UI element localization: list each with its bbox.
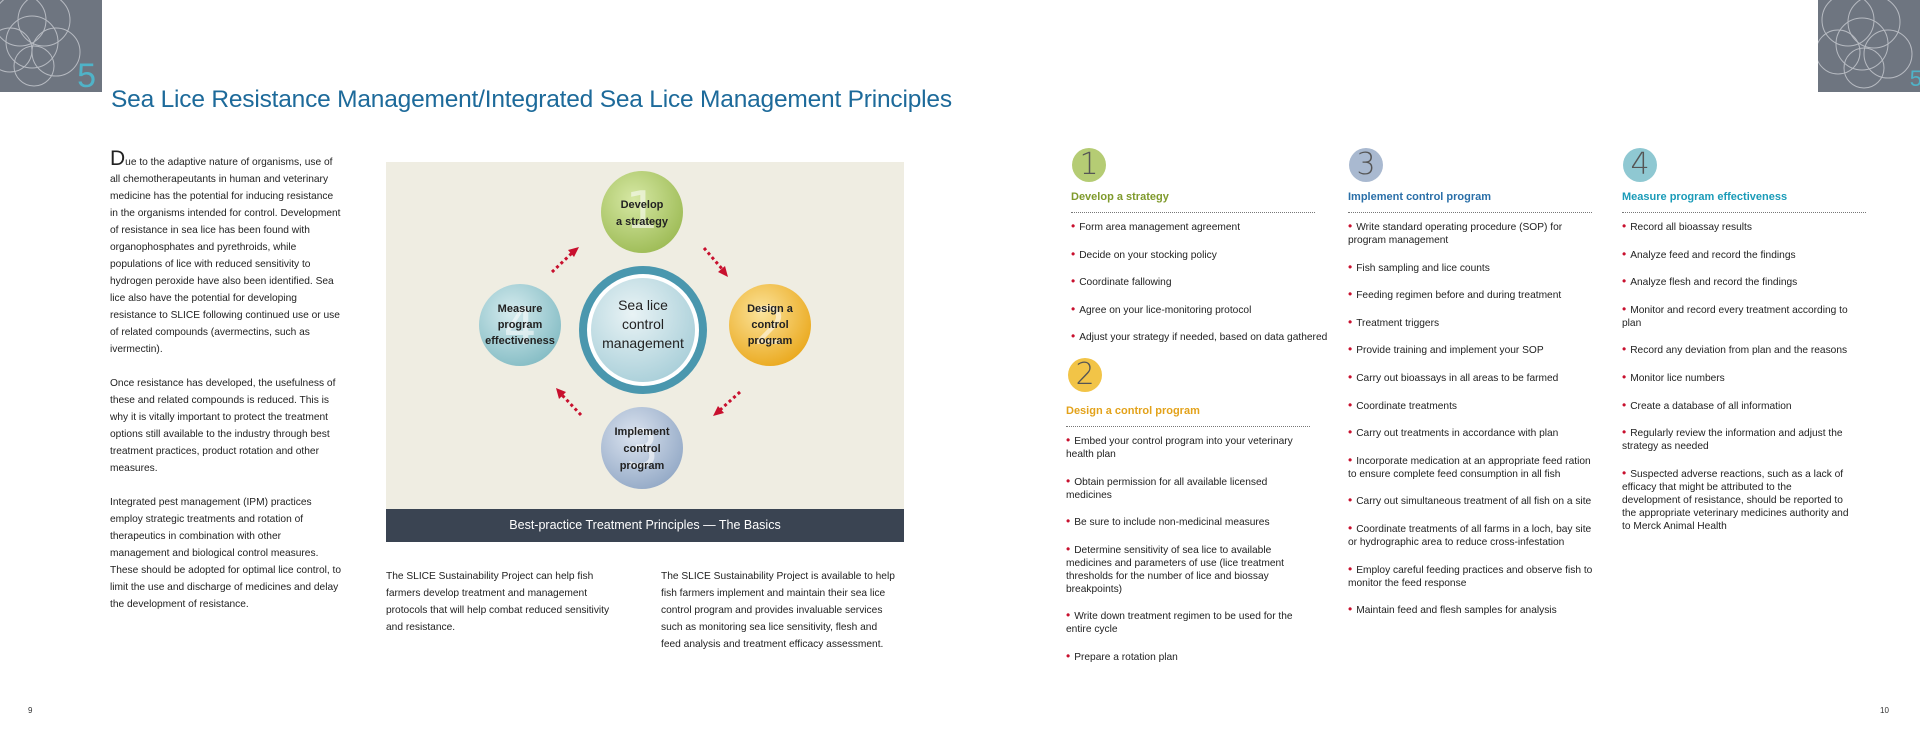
list-item: •Coordinate fallowing: [1071, 274, 1172, 289]
node-number: 4: [503, 297, 536, 357]
slice-text-left: The SLICE Sustainability Project can hel…: [386, 571, 610, 633]
node-label-line: Develop: [621, 199, 664, 211]
step-4-title: Measure program effectiveness: [1622, 191, 1788, 203]
corner-decoration-right: 5: [1818, 0, 1920, 92]
circles-pattern-icon: [1818, 0, 1913, 89]
step-2-list: •Embed your control program into your ve…: [1066, 434, 1302, 678]
node-develop-strategy: 1 Develop a strategy: [601, 171, 683, 253]
divider: [1348, 212, 1592, 213]
treatment-cycle-diagram: Sea lice control management 1 Develop a …: [386, 162, 904, 542]
arrow-1-to-2-icon: [702, 247, 728, 277]
list-item: •Record all bioassay results: [1622, 219, 1752, 234]
node-label-line: control: [751, 319, 788, 331]
list-item: •Fish sampling and lice counts: [1348, 259, 1490, 274]
node-label-line: Design a: [747, 303, 794, 315]
list-item: •Monitor lice numbers: [1622, 369, 1725, 384]
list-item: •Record any deviation from plan and the …: [1622, 342, 1848, 357]
center-label-line: control: [622, 316, 664, 332]
intro-paragraph-1: ue to the adaptive nature of organisms, …: [110, 157, 341, 355]
chapter-number: 5: [77, 57, 96, 92]
list-item: •Feeding regimen before and during treat…: [1348, 287, 1562, 302]
node-label-line: program: [620, 460, 665, 472]
divider: [1071, 212, 1315, 213]
list-item: •Carry out treatments in accordance with…: [1348, 425, 1559, 440]
list-item: •Monitor and record every treatment acco…: [1622, 301, 1848, 329]
node-measure-effectiveness: 4 Measure program effectiveness: [479, 284, 561, 366]
step-4-list: •Record all bioassay results •Analyze fe…: [1622, 220, 1852, 546]
list-item: •Analyze flesh and record the findings: [1622, 274, 1798, 289]
page-number-right: 10: [1880, 706, 1889, 715]
chapter-number: 5: [1909, 66, 1920, 91]
step-2-number: 2: [1068, 358, 1102, 392]
step-4-number: 4: [1623, 148, 1657, 182]
step-1-list: •Form area management agreement •Decide …: [1071, 220, 1341, 358]
list-item: •Agree on your lice-monitoring protocol: [1071, 301, 1252, 316]
center-circle: Sea lice control management: [579, 266, 707, 394]
node-label-line: program: [748, 335, 793, 347]
list-item: •Be sure to include non-medicinal measur…: [1066, 514, 1270, 529]
list-item: •Treatment triggers: [1348, 314, 1440, 329]
arrow-3-to-4-icon: [556, 388, 583, 417]
dropcap: D: [110, 147, 126, 170]
list-item: •Prepare a rotation plan: [1066, 648, 1178, 663]
list-item: •Write down treatment regimen to be used…: [1066, 608, 1293, 636]
list-item: •Adjust your strategy if needed, based o…: [1071, 329, 1328, 344]
step-3-list: •Write standard operating procedure (SOP…: [1348, 220, 1596, 631]
arrow-4-to-1-icon: [550, 247, 579, 274]
node-label-line: Measure: [498, 303, 543, 315]
node-implement-program: 3 Implement control program: [601, 407, 683, 489]
list-item: •Suspected adverse reactions, such as a …: [1622, 465, 1849, 532]
step-1-number: 1: [1072, 148, 1106, 182]
node-number: 3: [625, 420, 658, 480]
list-item: •Carry out simultaneous treatment of all…: [1348, 493, 1592, 508]
list-item: •Write standard operating procedure (SOP…: [1348, 219, 1563, 247]
intro-paragraph-3: Integrated pest management (IPM) practic…: [110, 497, 342, 610]
node-label-line: Implement: [614, 426, 669, 438]
node-label-line: a strategy: [616, 216, 669, 228]
node-design-program: 2 Design a control program: [729, 284, 811, 366]
node-label-line: control: [623, 443, 660, 455]
list-item: •Obtain permission for all available lic…: [1066, 473, 1268, 501]
divider: [1066, 426, 1310, 427]
step-3-number: 3: [1349, 148, 1383, 182]
list-item: •Incorporate medication at an appropriat…: [1348, 452, 1591, 480]
step-2-title: Design a control program: [1066, 405, 1200, 417]
arrow-2-to-3-icon: [713, 390, 742, 416]
list-item: •Carry out bioassays in all areas to be …: [1348, 369, 1559, 384]
node-label-line: program: [498, 319, 543, 331]
list-item: •Analyze feed and record the findings: [1622, 246, 1796, 261]
intro-paragraph-2: Once resistance has developed, the usefu…: [110, 378, 336, 474]
node-number: 2: [753, 297, 786, 357]
list-item: •Determine sensitivity of sea lice to av…: [1066, 541, 1285, 595]
list-item: •Create a database of all information: [1622, 397, 1792, 412]
node-label-line: effectiveness: [485, 335, 555, 347]
list-item: •Coordinate treatments of all farms in a…: [1348, 520, 1592, 548]
slice-text-right: The SLICE Sustainability Project is avai…: [661, 571, 895, 650]
step-3-title: Implement control program: [1348, 191, 1492, 203]
step-1-title: Develop a strategy: [1071, 191, 1169, 203]
circles-pattern-icon: [0, 0, 81, 87]
divider: [1622, 212, 1866, 213]
list-item: •Provide training and implement your SOP: [1348, 342, 1544, 357]
list-item: •Employ careful feeding practices and ob…: [1348, 561, 1593, 589]
page-title: Sea Lice Resistance Management/Integrate…: [111, 86, 952, 113]
corner-decoration-left: 5: [0, 0, 102, 92]
list-item: •Decide on your stocking policy: [1071, 246, 1217, 261]
node-number: 1: [625, 181, 658, 241]
list-item: •Embed your control program into your ve…: [1066, 433, 1293, 461]
list-item: •Regularly review the information and ad…: [1622, 425, 1843, 453]
diagram-caption: Best-practice Treatment Principles — The…: [386, 509, 904, 542]
intro-text: Due to the adaptive nature of organisms,…: [110, 148, 342, 630]
center-label-line: Sea lice: [618, 297, 668, 313]
list-item: •Maintain feed and flesh samples for ana…: [1348, 602, 1557, 617]
list-item: •Form area management agreement: [1071, 219, 1241, 234]
page-number-left: 9: [28, 706, 33, 715]
list-item: •Coordinate treatments: [1348, 397, 1457, 412]
center-label-line: management: [602, 335, 684, 351]
